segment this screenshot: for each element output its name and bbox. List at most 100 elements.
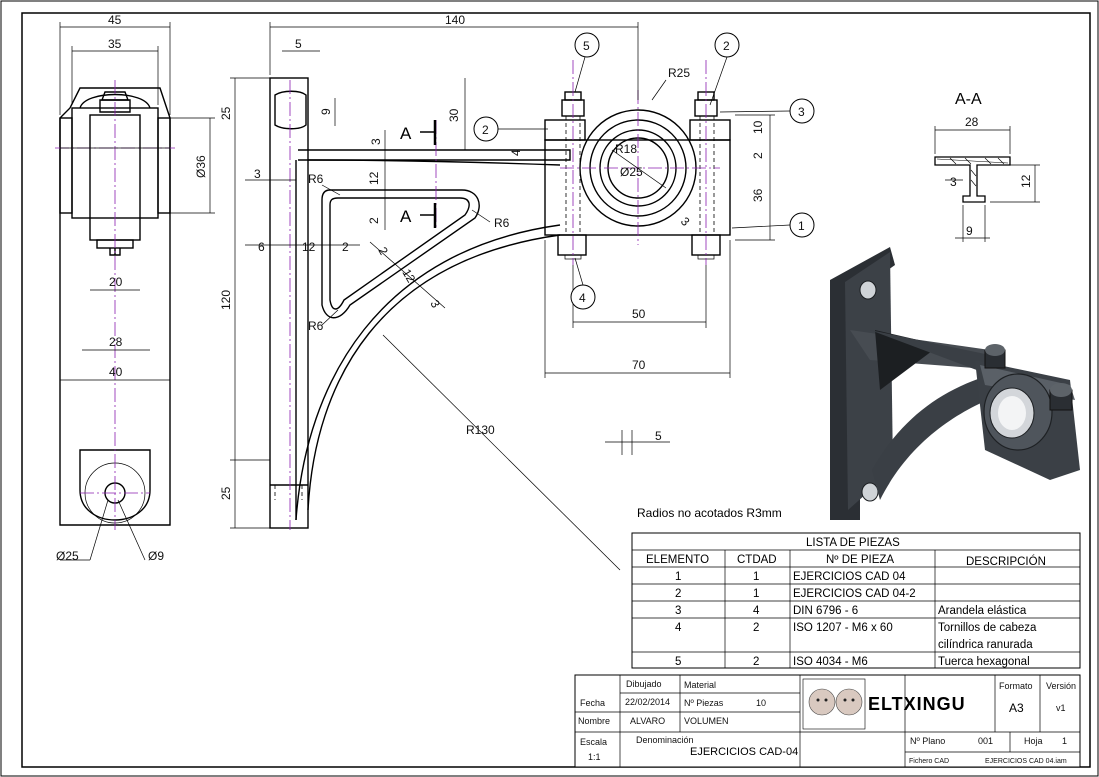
logo-text: ELTXINGU xyxy=(868,694,966,714)
parts-row-2-part: EJERCICIOS CAD 04-2 xyxy=(793,588,916,600)
dim-r6-b: R6 xyxy=(494,216,510,230)
dim-d25-bore: Ø25 xyxy=(620,165,643,179)
parts-row-5-desc: Tuerca hexagonal xyxy=(938,656,1030,668)
parts-row-4-desc: Tornillos de cabeza xyxy=(938,622,1037,634)
tb-nplano-label: Nº Plano xyxy=(910,736,945,746)
tb-version-label: Versión xyxy=(1046,681,1076,691)
isometric-model xyxy=(830,247,1080,520)
section-dim-9: 9 xyxy=(966,224,973,238)
balloon-1: 1 xyxy=(798,219,805,233)
tb-hoja-label: Hoja xyxy=(1024,736,1043,746)
dim-10: 10 xyxy=(751,120,765,134)
tb-denominacion-label: Denominación xyxy=(636,735,694,745)
parts-header-elemento: ELEMENTO xyxy=(646,554,709,566)
section-dim-3: 3 xyxy=(950,175,957,189)
parts-row-3-desc: Arandela elástica xyxy=(938,605,1027,617)
dim-30: 30 xyxy=(447,108,461,122)
dim-gap-5: 5 xyxy=(655,429,662,443)
inner-border xyxy=(21,12,1091,768)
tb-formato-value: A3 xyxy=(1009,701,1024,715)
parts-header-descripcion: DESCRIPCIÓN xyxy=(966,555,1046,568)
tb-fichero-value: EJERCICIOS CAD 04.iam xyxy=(985,758,1067,765)
dim-2-c: 2 xyxy=(751,152,765,159)
tb-denominacion-value: EJERCICIOS CAD-04 xyxy=(690,746,798,758)
dim-d36: Ø36 xyxy=(194,155,208,178)
dim-r130: R130 xyxy=(466,423,495,437)
tb-npiezas-value: 10 xyxy=(756,698,766,708)
tb-fecha-value: 22/02/2014 xyxy=(625,697,670,707)
parts-row-3-item: 3 xyxy=(675,605,681,617)
parts-row-3-part: DIN 6796 - 6 xyxy=(793,605,858,617)
tb-fecha-label: Fecha xyxy=(580,698,605,708)
tb-nplano-value: 001 xyxy=(978,736,993,746)
parts-list: LISTA DE PIEZAS ELEMENTO CTDAD Nº DE PIE… xyxy=(631,532,1081,669)
parts-row-3-qty: 4 xyxy=(753,605,760,617)
unlisted-radii-note: Radios no acotados R3mm xyxy=(637,506,782,520)
dim-25-top: 25 xyxy=(219,106,233,120)
section-a-a: A-A 28 3 12 9 xyxy=(934,91,1040,242)
section-dim-12: 12 xyxy=(1019,174,1033,188)
dim-2-b: 2 xyxy=(342,240,349,254)
front-view xyxy=(269,60,731,530)
dim-6: 6 xyxy=(258,240,265,254)
parts-row-4-desc2: cilíndrica ranurada xyxy=(938,639,1033,651)
dim-35: 35 xyxy=(108,37,122,51)
dim-45: 45 xyxy=(108,13,122,27)
section-dim-28: 28 xyxy=(965,115,979,129)
dim-9: 9 xyxy=(319,108,333,115)
dim-25-bottom: 25 xyxy=(219,486,233,500)
balloon-3: 3 xyxy=(798,105,805,119)
dim-5: 5 xyxy=(295,37,302,51)
dim-4: 4 xyxy=(509,149,523,156)
parts-row-5-qty: 2 xyxy=(753,656,759,668)
parts-row-2-item: 2 xyxy=(675,588,681,600)
dim-12-a: 12 xyxy=(367,171,381,185)
left-view xyxy=(55,80,175,530)
tb-escala-label: Escala xyxy=(580,737,607,747)
dim-120: 120 xyxy=(219,290,233,310)
parts-header-ctdad: CTDAD xyxy=(737,554,777,566)
section-label: A-A xyxy=(955,91,982,108)
dim-d9: Ø9 xyxy=(148,549,164,563)
tb-nombre-value: ALVARO xyxy=(630,716,665,726)
parts-row-5-part: ISO 4034 - M6 xyxy=(793,656,868,668)
parts-row-2-qty: 1 xyxy=(753,588,759,600)
parts-row-4-part: ISO 1207 - M6 x 60 xyxy=(793,622,893,634)
parts-list-title: LISTA DE PIEZAS xyxy=(806,537,900,549)
parts-header-pieza: Nº DE PIEZA xyxy=(826,554,894,566)
section-marker-a-top: A xyxy=(400,124,412,143)
tb-formato-label: Formato xyxy=(999,681,1033,691)
dim-70: 70 xyxy=(632,358,646,372)
parts-row-1-item: 1 xyxy=(675,571,681,583)
tb-volumen: VOLUMEN xyxy=(684,716,729,726)
dim-3-left: 3 xyxy=(254,167,261,181)
dim-20: 20 xyxy=(109,275,123,289)
dim-r18: R18 xyxy=(615,142,637,156)
tb-hoja-value: 1 xyxy=(1062,736,1067,746)
parts-row-4-item: 4 xyxy=(675,622,682,634)
tb-dibujado-label: Dibujado xyxy=(626,679,662,689)
dim-3-a: 3 xyxy=(369,138,383,145)
dim-50: 50 xyxy=(632,307,646,321)
tb-fichero-label: Fichero CAD xyxy=(909,758,949,765)
parts-row-1-part: EJERCICIOS CAD 04 xyxy=(793,571,906,583)
dim-r6-a: R6 xyxy=(308,172,324,186)
dim-r25: R25 xyxy=(668,66,690,80)
parts-row-1-qty: 1 xyxy=(753,571,759,583)
dim-d25: Ø25 xyxy=(56,549,79,563)
dim-140: 140 xyxy=(445,13,465,27)
dim-12-b: 12 xyxy=(302,240,316,254)
left-view-dimensions: 45 35 Ø36 20 28 40 Ø25 Ø9 xyxy=(56,13,215,563)
tb-nombre-label: Nombre xyxy=(578,716,610,726)
parts-row-5-item: 5 xyxy=(675,656,681,668)
balloon-5: 5 xyxy=(583,39,590,53)
dim-28: 28 xyxy=(109,335,123,349)
section-markers: A A xyxy=(400,120,437,228)
tb-escala-value: 1:1 xyxy=(588,752,601,762)
dim-40: 40 xyxy=(109,365,123,379)
balloon-2-right: 2 xyxy=(723,39,730,53)
balloons: 1 2 2 3 4 5 xyxy=(473,32,815,310)
tb-npiezas-label: Nº Piezas xyxy=(684,698,724,708)
parts-row-4-qty: 2 xyxy=(753,622,759,634)
